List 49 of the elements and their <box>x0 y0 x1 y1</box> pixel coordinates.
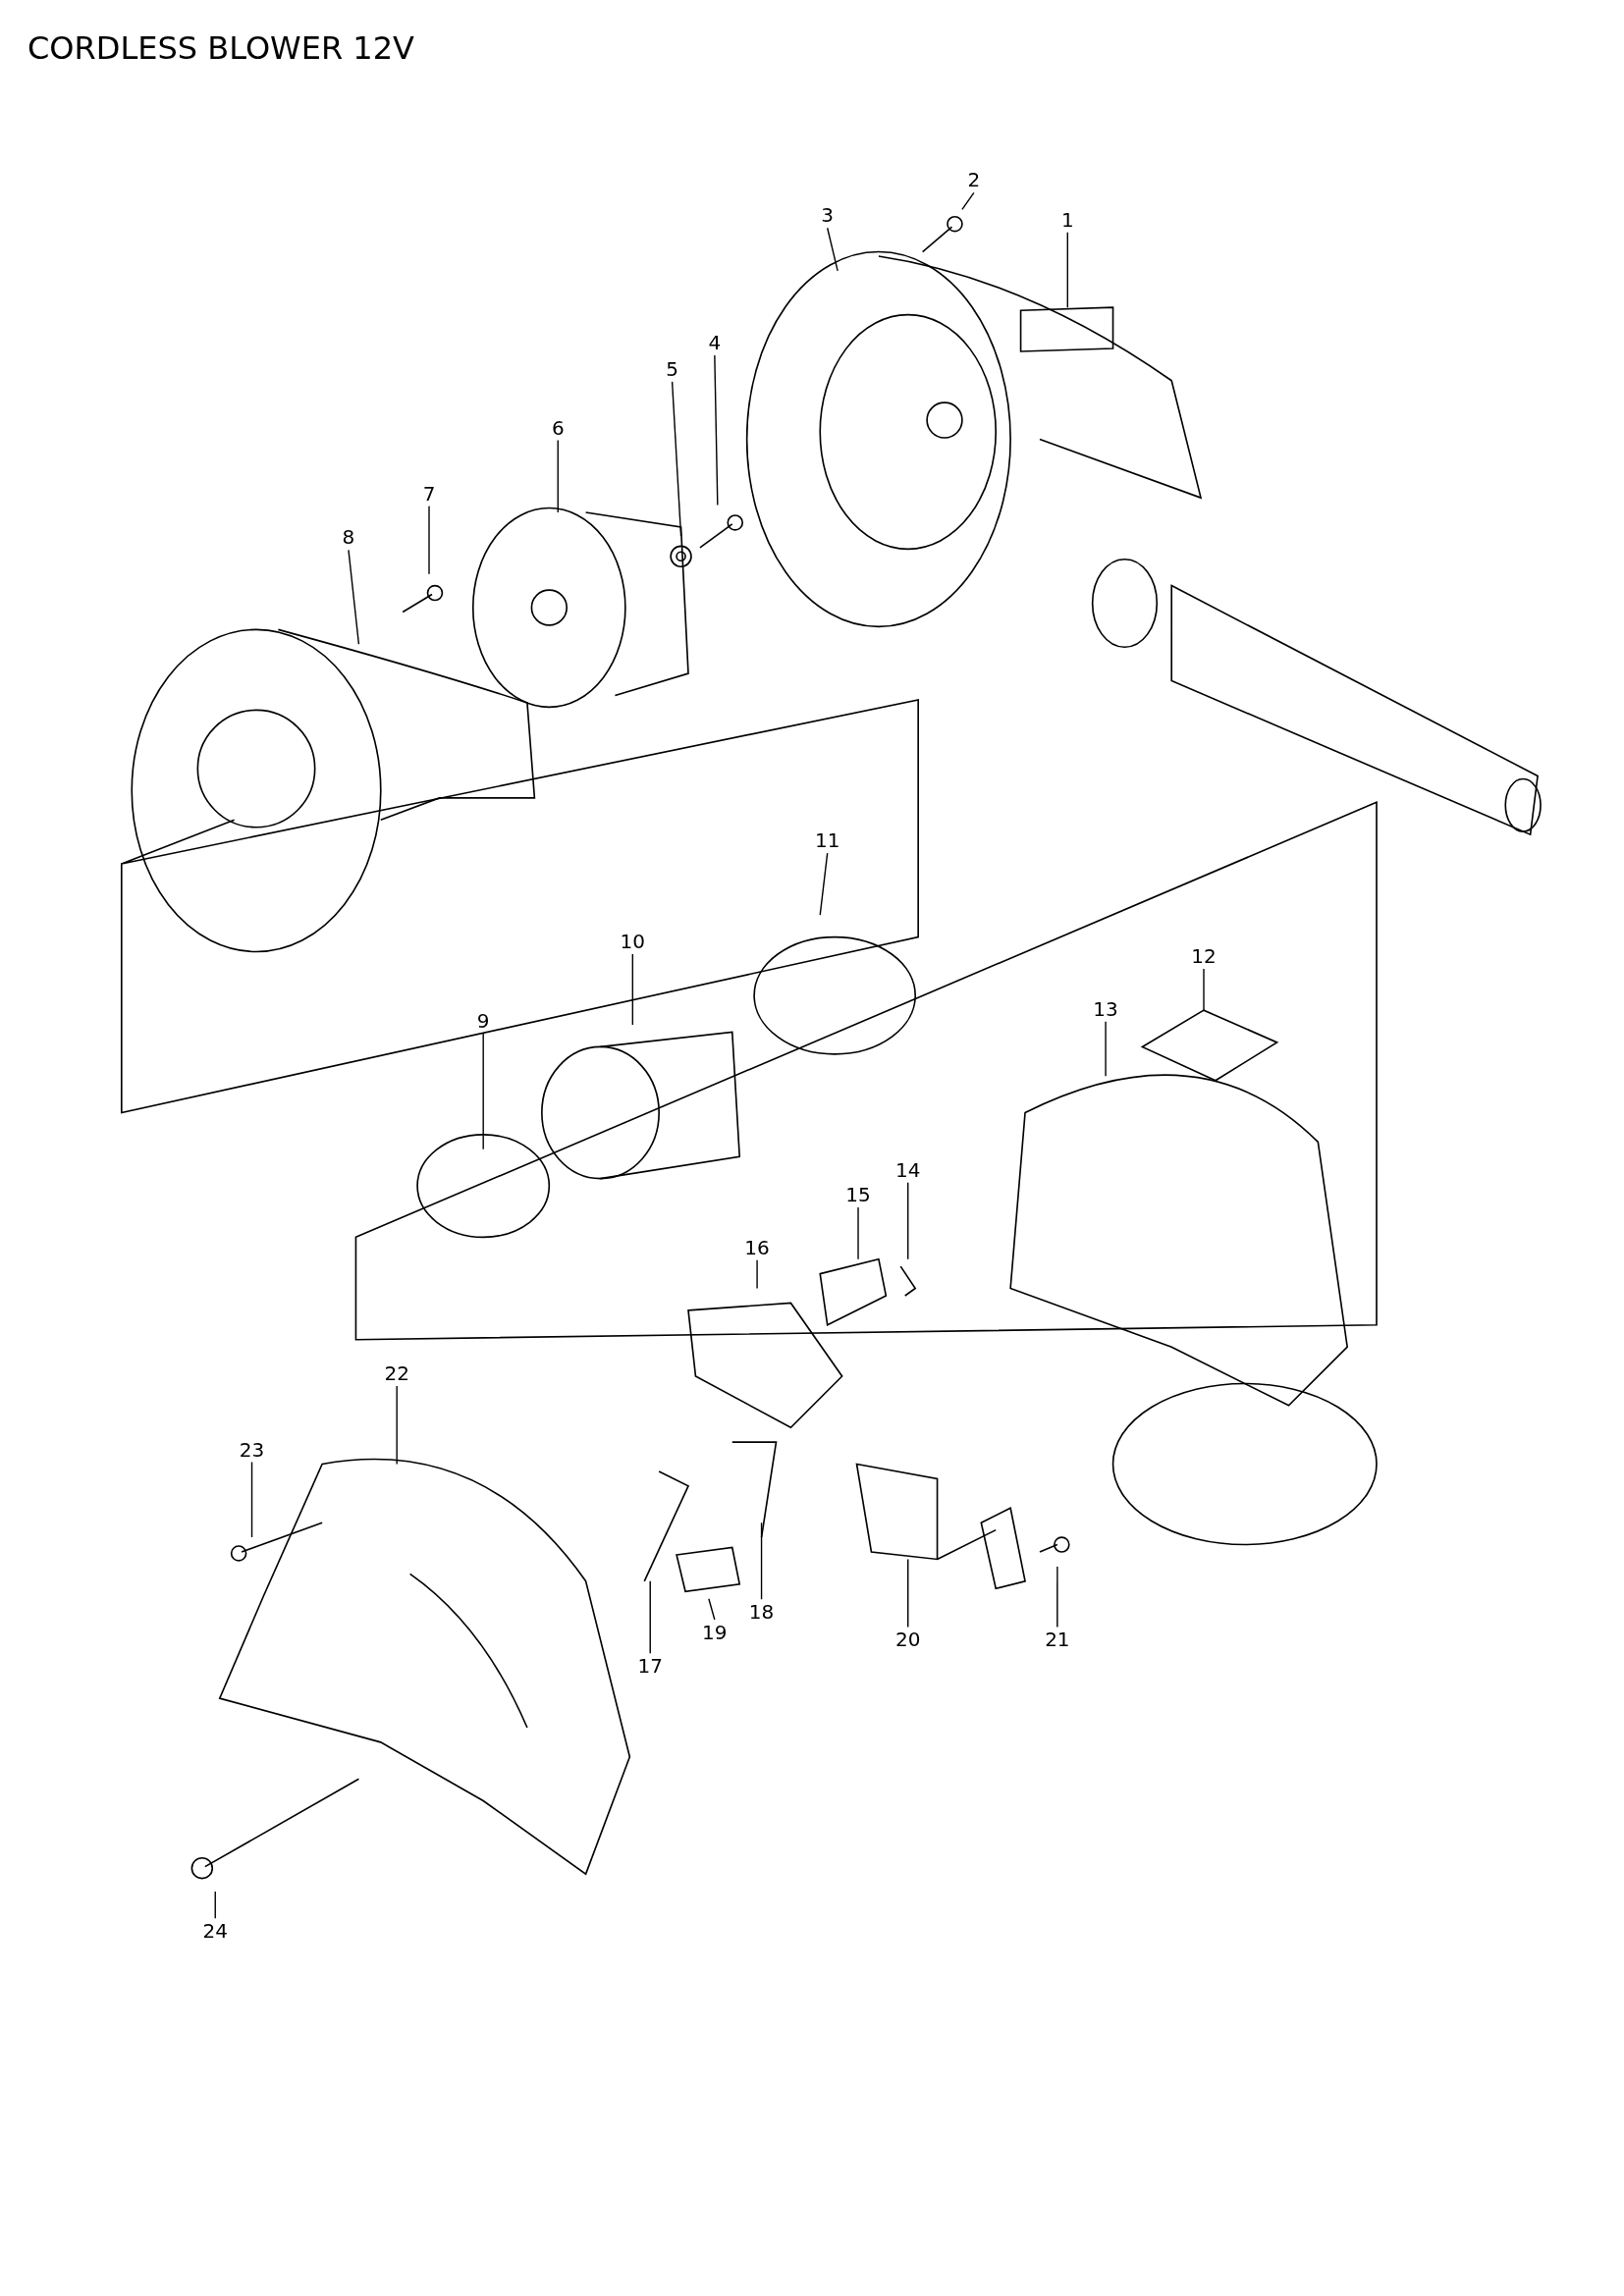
leader-line <box>631 953 634 1026</box>
callout-number: 16 <box>742 1236 772 1258</box>
title: CORDLESS BLOWER 12V <box>27 29 414 67</box>
leader-line <box>714 354 719 507</box>
leader-line <box>649 1580 651 1654</box>
leader-line <box>428 505 430 575</box>
callout-number: 1 <box>1058 208 1076 231</box>
leader-line <box>396 1385 398 1466</box>
callout-number: 17 <box>635 1655 665 1678</box>
leader-line <box>819 852 829 916</box>
leader-line <box>857 1206 859 1260</box>
callout-number: 4 <box>706 332 724 353</box>
callout-number: 22 <box>382 1362 411 1384</box>
callout-number: 15 <box>843 1184 873 1206</box>
callout-number: 19 <box>700 1622 730 1643</box>
callout-number: 7 <box>420 482 438 505</box>
callout-number: 9 <box>474 1009 492 1032</box>
callout-number: 21 <box>1043 1629 1072 1651</box>
leader-line <box>907 1182 909 1260</box>
leader-line <box>482 1032 484 1150</box>
callout-number: 13 <box>1091 997 1120 1020</box>
callout-number: 24 <box>200 1920 230 1943</box>
callout-number: 11 <box>812 829 842 852</box>
leader-line <box>961 191 975 210</box>
callout-number: 10 <box>618 931 648 953</box>
callout-number: 14 <box>893 1158 923 1181</box>
leader-line <box>671 381 682 537</box>
leader-line <box>557 439 559 513</box>
leader-line <box>756 1259 758 1290</box>
callout-number: 20 <box>893 1629 923 1651</box>
leader-line <box>760 1522 763 1600</box>
callout-number: 6 <box>549 416 567 439</box>
leader-line <box>1056 1566 1058 1629</box>
leader-line <box>214 1891 216 1919</box>
leader-line <box>1066 232 1068 308</box>
leader-line <box>827 227 839 272</box>
callout-number: 12 <box>1189 944 1218 967</box>
callout-number: 18 <box>746 1601 777 1624</box>
callout-number: 5 <box>664 357 680 380</box>
leader-line <box>348 549 360 645</box>
leader-line <box>1203 968 1205 1011</box>
callout-number: 3 <box>819 204 837 227</box>
leader-line <box>708 1598 716 1621</box>
callout-number: 23 <box>237 1438 267 1461</box>
leader-line <box>250 1461 253 1538</box>
callout-number: 8 <box>340 526 357 549</box>
leader-line <box>1105 1020 1107 1077</box>
callout-number: 2 <box>965 169 983 191</box>
leader-line <box>907 1558 909 1629</box>
